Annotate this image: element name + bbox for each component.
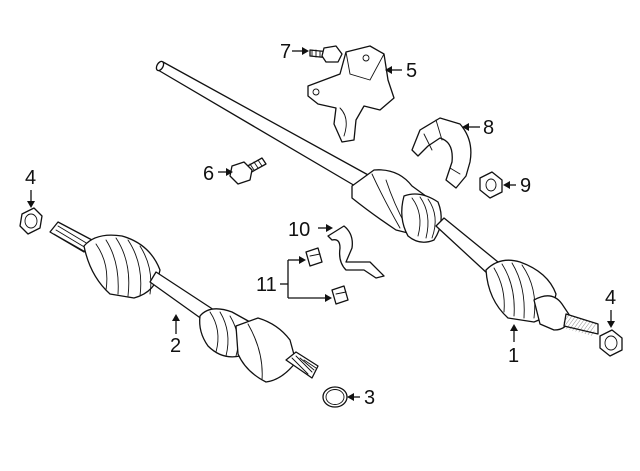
left-threaded-stub <box>285 351 319 379</box>
left-inner-housing <box>235 317 297 383</box>
left-axle-assembly <box>49 221 319 383</box>
callout-8: 8 <box>483 117 494 139</box>
callout-5: 5 <box>406 60 417 82</box>
callout-4-right: 4 <box>605 287 616 309</box>
right-mid-shaft <box>435 217 499 275</box>
callout-1: 1 <box>508 345 519 367</box>
callout-4-left: 4 <box>25 167 36 189</box>
part-8-clamp <box>411 117 472 189</box>
callout-7: 7 <box>280 41 291 63</box>
callout-10: 10 <box>288 219 310 241</box>
right-inner-boot <box>401 193 442 243</box>
right-axle-assembly <box>155 60 599 337</box>
callout-6: 6 <box>203 163 214 185</box>
callout-3: 3 <box>364 387 375 409</box>
part-6-bolt <box>229 157 267 185</box>
part-7-bolt <box>309 45 343 63</box>
callout-9: 9 <box>520 175 531 197</box>
callout-labels: 7 5 8 6 9 10 11 4 4 2 1 3 <box>25 41 616 409</box>
part-11-clip-upper <box>305 247 323 267</box>
part-10-heat-shield <box>327 225 385 279</box>
part-3-snap-ring <box>322 386 348 408</box>
part-4-right-nut <box>599 329 623 357</box>
part-11-clip-lower <box>331 285 349 305</box>
part-4-left-nut <box>19 207 43 235</box>
part-5-bearing-bracket <box>307 45 395 143</box>
part-9-nut <box>479 171 503 199</box>
callout-11: 11 <box>256 274 277 296</box>
callout-2: 2 <box>170 335 181 357</box>
leader-lines <box>27 47 615 401</box>
